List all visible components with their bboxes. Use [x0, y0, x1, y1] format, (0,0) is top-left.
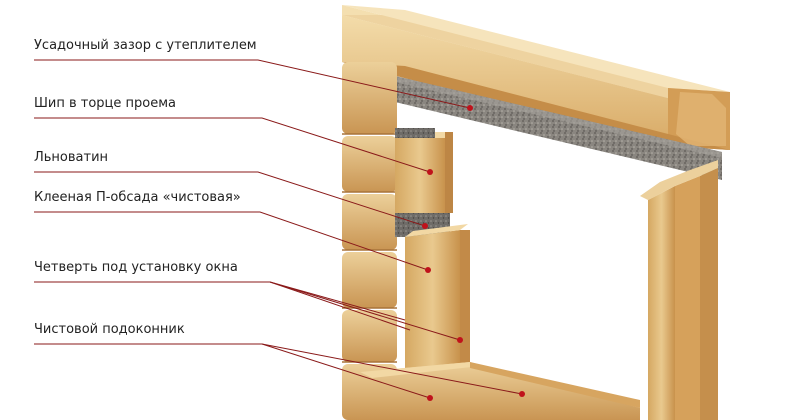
- callout-shrinkage-gap: Усадочный зазор с утеплителем: [34, 38, 257, 53]
- leader-window-rebate-2: [269, 281, 411, 331]
- callout-window-rebate: Четверть под установку окна: [34, 260, 238, 275]
- leader-window-rebate-3: [269, 281, 406, 321]
- leader-shrinkage-gap: [34, 59, 471, 109]
- leader-finish-sill-2: [261, 343, 431, 399]
- shrinkage-gap-insulation: [395, 76, 722, 180]
- end-tenon-post: [395, 132, 453, 213]
- marker-dots: [422, 105, 525, 401]
- glued-p-casing: [405, 224, 470, 398]
- right-casing-posts: [640, 160, 718, 420]
- callout-flax-wool: Льноватин: [34, 150, 109, 165]
- marker-shrinkage-gap: [467, 105, 473, 111]
- leader-lines: [34, 59, 523, 399]
- marker-finish-sill-2: [427, 395, 433, 401]
- top-log: [342, 5, 730, 150]
- marker-glued-casing: [425, 267, 431, 273]
- marker-window-rebate: [457, 337, 463, 343]
- leader-flax-wool: [34, 171, 426, 227]
- callout-glued-casing: Клееная П-обсада «чистовая»: [34, 190, 241, 205]
- marker-end-tenon: [427, 169, 433, 175]
- callout-finish-sill: Чистовой подоконник: [34, 322, 185, 337]
- leader-end-tenon: [34, 117, 431, 173]
- marker-flax-wool: [422, 223, 428, 229]
- marker-finish-sill-1: [519, 391, 525, 397]
- leader-glued-casing: [34, 211, 429, 271]
- left-wall-logs: [342, 62, 397, 420]
- callout-end-tenon: Шип в торце проема: [34, 96, 177, 111]
